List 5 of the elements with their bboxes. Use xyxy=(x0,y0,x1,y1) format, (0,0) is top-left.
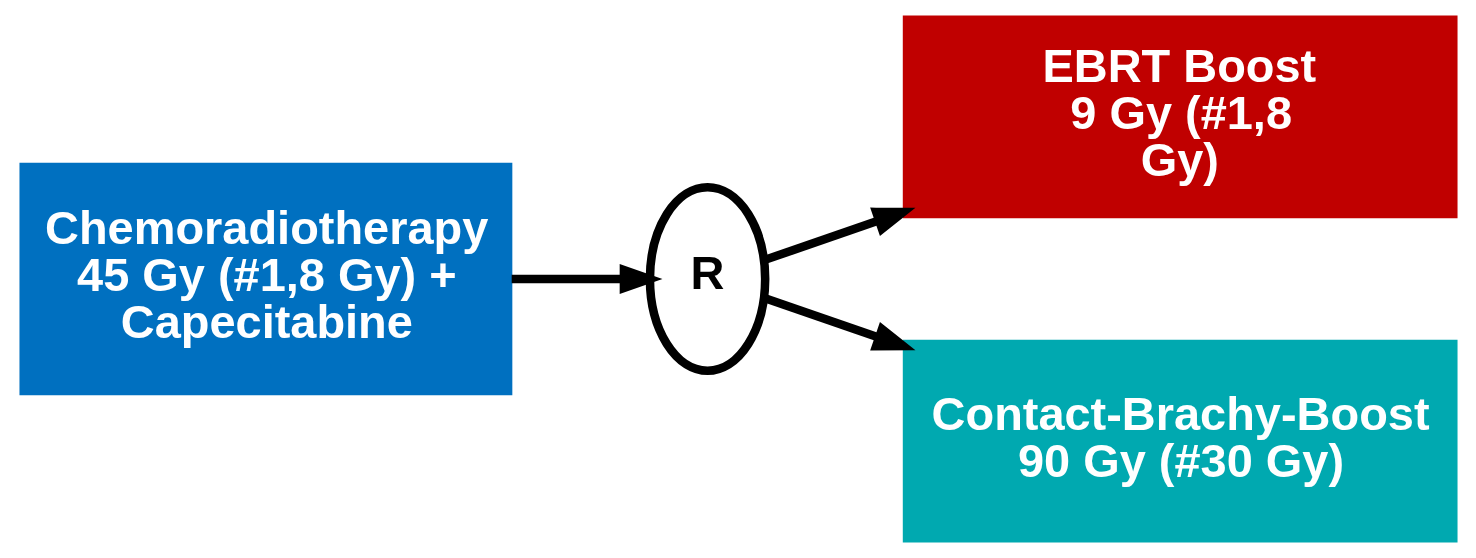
arrow xyxy=(511,264,662,294)
node-box: Chemoradiotherapy 45 Gy (#1,8 Gy) + Capecitabine xyxy=(18,162,512,396)
node-box: EBRT Boost 9 Gy (#1,8 Gy) xyxy=(902,15,1458,219)
node-ellipse: R xyxy=(645,183,769,375)
node-box: Contact-Brachy-Boost 90 Gy (#30 Gy) xyxy=(902,339,1458,543)
